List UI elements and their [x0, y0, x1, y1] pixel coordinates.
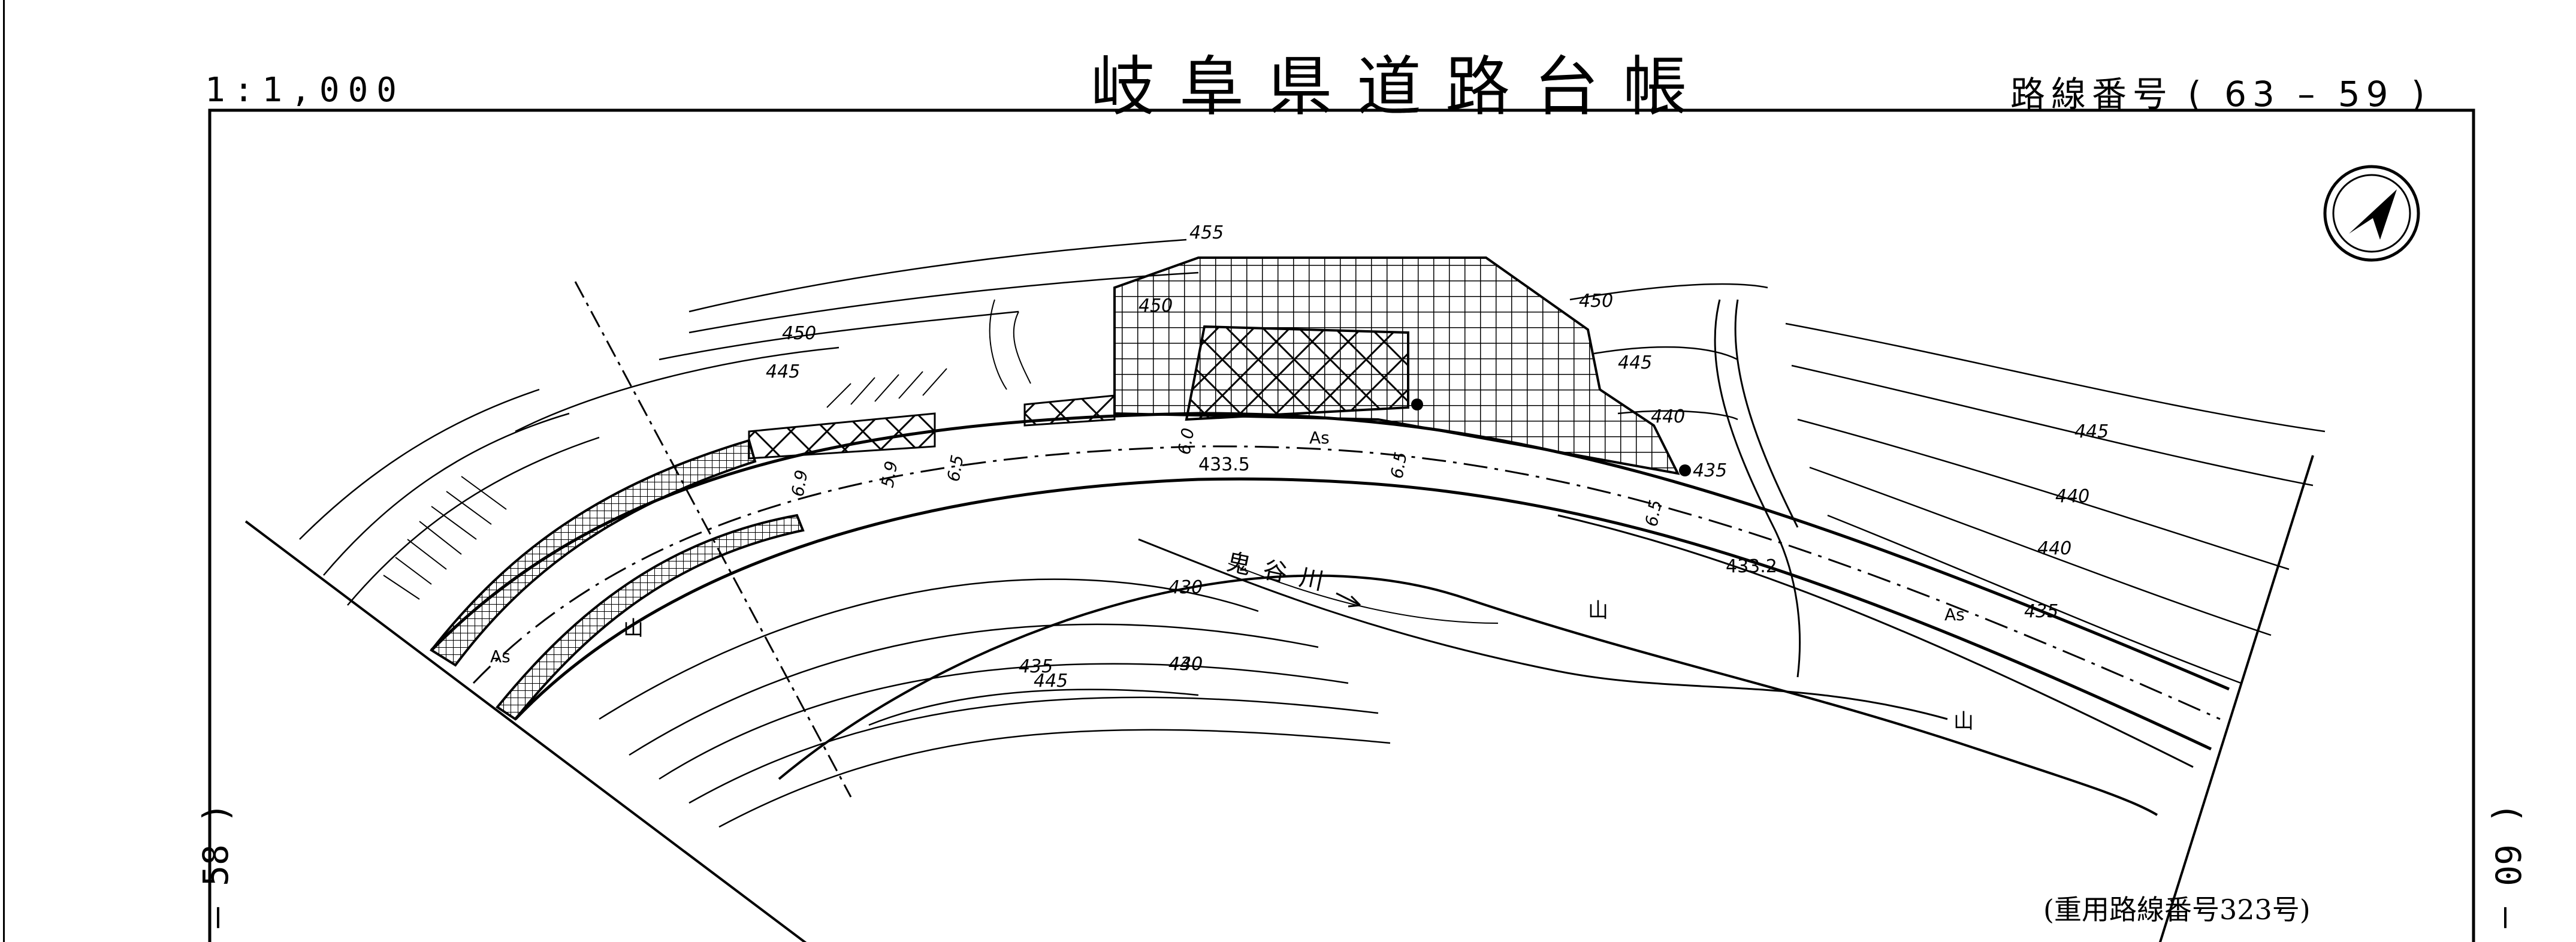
contour-label: 440 [2037, 538, 2071, 559]
surface-label: As [490, 647, 511, 666]
elevation-labels: 433.5 433.2 [1198, 454, 1777, 577]
slope-hachures [383, 299, 1031, 600]
mountain-symbol: 山 [1588, 599, 1608, 623]
surface-labels: As As As [490, 428, 1965, 666]
elevation-label: 433.2 [1726, 556, 1777, 577]
overlap-route-note: (重用路線番号323号) [2043, 893, 2311, 926]
road-width-label: 6.9 [787, 469, 811, 499]
road-width-label: 5.9 [877, 460, 901, 490]
hatched-area-cross [1185, 325, 1409, 421]
contour-label: 445 [2074, 421, 2109, 442]
river-name: 鬼谷川 [1224, 548, 1339, 599]
contour-label: 455 [1189, 222, 1224, 243]
surface-label: As [1944, 605, 1965, 624]
contour-label: 435 [1019, 656, 1053, 677]
contour-label: 440 [2055, 486, 2089, 507]
road-width-labels: 6.9 6.5 5.9 6.0 6.5 6.5 [787, 427, 1665, 529]
map-frame [208, 108, 2475, 942]
route-number-label: 路線番号 [2010, 74, 2174, 114]
mountain-symbols: 山 山 山 [623, 599, 1974, 733]
contour-labels: 455 450 450 450 445 445 445 440 440 440 … [766, 222, 2109, 692]
contour-label: 440 [1168, 654, 1203, 675]
contour-label: 445 [766, 361, 800, 382]
mountain-symbol: 山 [1953, 709, 1974, 733]
route-number-value: ( 63 – 59 ) [2188, 74, 2431, 114]
contour-label: 450 [1138, 295, 1173, 316]
route-number: 路線番号 ( 63 – 59 ) [2010, 66, 2431, 116]
embankment-lower [496, 514, 805, 721]
survey-point [1679, 464, 1691, 476]
survey-point [1411, 398, 1423, 410]
contour-label: 450 [782, 323, 816, 344]
contour-label: 430 [1168, 577, 1203, 598]
road-width-label: 6.0 [1174, 427, 1198, 457]
contour-label: 435 [2024, 601, 2058, 622]
mountain-symbol: 山 [623, 617, 644, 641]
contour-label: 435 [1693, 460, 1727, 481]
embankment-upper [430, 439, 757, 667]
contour-label: 445 [1618, 352, 1652, 373]
north-arrow-icon [2323, 165, 2420, 262]
contour-label: 450 [1579, 291, 1613, 312]
contour-label: 430 [1168, 654, 1203, 675]
road-width-label: 6.5 [1387, 451, 1411, 481]
page-title: 岐阜県道路台帳 [1091, 50, 1712, 125]
map-scale: 1:1,000 [205, 71, 406, 110]
elevation-label: 433.5 [1198, 454, 1250, 475]
sheet-left-edge [0, 0, 5, 942]
contour-label: 440 [1651, 406, 1685, 427]
road-width-label: 6.5 [1641, 499, 1665, 529]
surface-label: As [1309, 428, 1330, 448]
contour-label: 445 [1034, 671, 1068, 692]
contour-lines [299, 238, 2326, 828]
road-width-label: 6.5 [943, 454, 967, 484]
flow-arrow-icon [1336, 592, 1361, 608]
